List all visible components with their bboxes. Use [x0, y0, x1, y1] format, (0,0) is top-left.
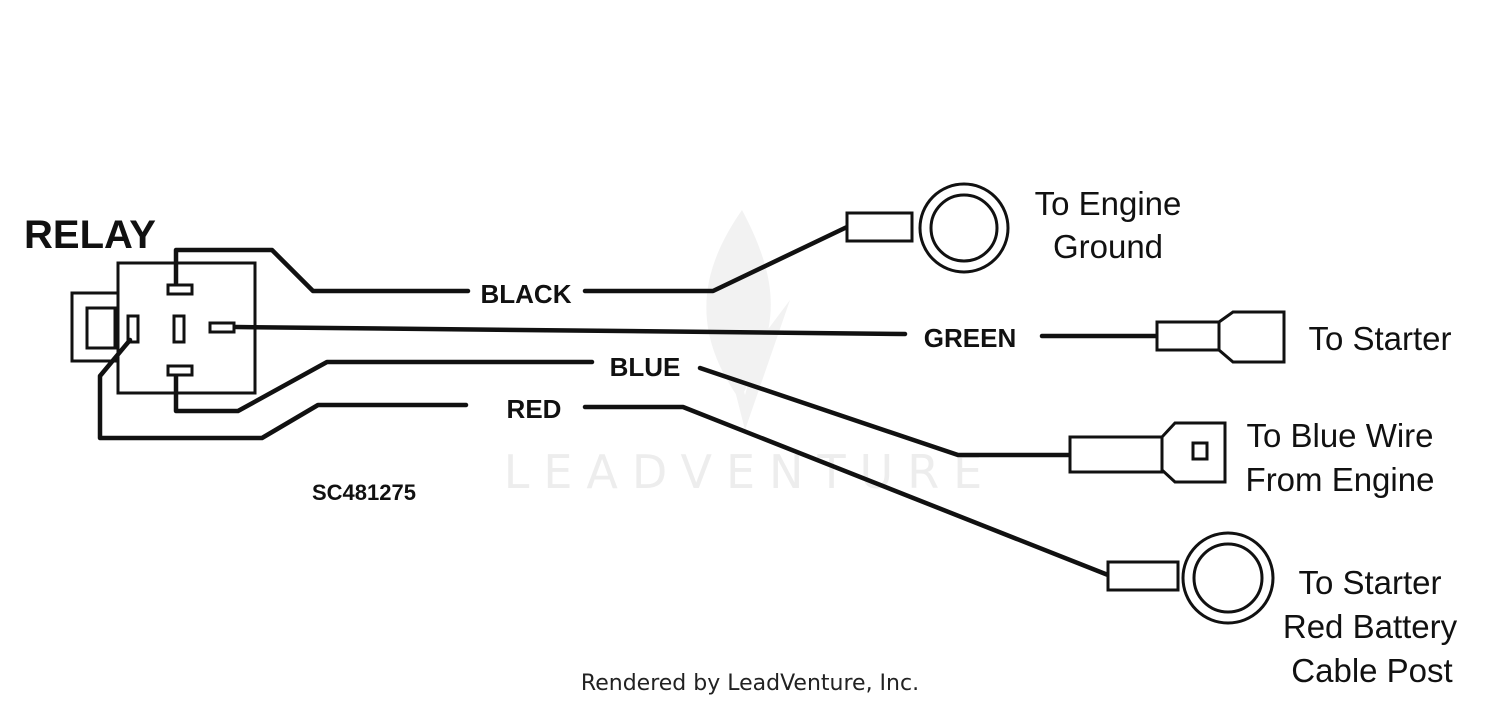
red-wire-end [582, 404, 1111, 578]
battery-post-callout-line-2: Red Battery [1283, 608, 1458, 645]
relay-terminal-left [126, 314, 140, 344]
watermark-flame-icon [706, 210, 790, 430]
blue-wire [173, 359, 595, 414]
wires [97, 224, 1160, 578]
ring-terminal-crimp [1106, 560, 1180, 592]
blue-wire-label: BLUE [610, 352, 681, 382]
ring-terminal-hole [1192, 542, 1264, 614]
green-wire [233, 324, 908, 337]
black-wire [173, 247, 471, 294]
ring-terminal-crimp [845, 211, 914, 243]
relay-label: RELAY [24, 213, 156, 257]
spade-terminal-blade [1217, 310, 1286, 364]
engine-ground-callout-line-1: To Engine [1035, 185, 1182, 222]
blue-wire-end [697, 365, 1073, 458]
starter-spade-terminal [1155, 310, 1286, 364]
bullet-connector-sleeve [1068, 435, 1164, 474]
relay-terminal-center [172, 314, 186, 344]
relay-mount-slot [85, 306, 117, 350]
render-credit: Rendered by LeadVenture, Inc. [581, 671, 919, 696]
red-wire-label: RED [507, 394, 562, 424]
part-number: SC481275 [312, 480, 416, 505]
blue-wire-connector [1068, 421, 1227, 484]
watermark-text: LEADVENTURE [504, 445, 997, 499]
red-wire [97, 337, 469, 441]
starter-callout: To Starter [1308, 320, 1451, 357]
black-wire-label: BLACK [481, 279, 572, 309]
spade-terminal-crimp [1155, 320, 1221, 352]
relay-terminal-top [166, 283, 194, 296]
watermark: LEADVENTURE [504, 210, 997, 499]
relay-terminal-right [208, 321, 236, 334]
engine-ground-callout-line-2: Ground [1053, 228, 1163, 265]
battery-post-terminal [1106, 531, 1275, 625]
ring-terminal-hole [929, 193, 999, 263]
battery-post-callout-line-1: To Starter [1298, 564, 1441, 601]
bullet-connector-pin [1191, 441, 1209, 461]
engine-ground-terminal [845, 182, 1010, 274]
battery-post-callout-line-3: Cable Post [1291, 652, 1452, 689]
blue-wire-callout-line-2: From Engine [1246, 461, 1435, 498]
relay-terminal-bottom [166, 364, 194, 377]
blue-wire-callout-line-1: To Blue Wire [1246, 417, 1433, 454]
green-wire-label: GREEN [924, 323, 1016, 353]
black-wire-end [582, 224, 850, 294]
relay [70, 261, 257, 395]
